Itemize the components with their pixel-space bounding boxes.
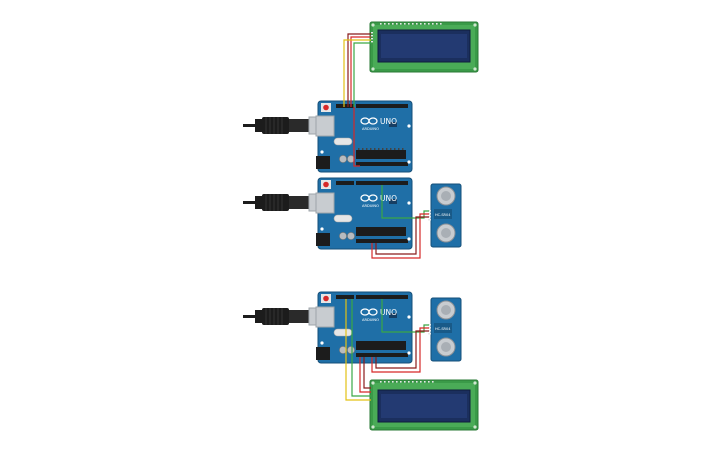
arduino-board-top[interactable]: ARDUINO UNO xyxy=(315,100,413,173)
board-model-label: UNO xyxy=(380,117,397,126)
wires-top-lcd[interactable] xyxy=(343,33,371,167)
ultrasonic-sensor-middle[interactable]: HC-SR04 xyxy=(428,183,462,248)
wires-bottom-sensor[interactable] xyxy=(371,299,429,373)
wires-bottom-lcd[interactable] xyxy=(345,299,371,401)
arduino-logo-middle: ARDUINO xyxy=(360,194,379,208)
ultrasonic-sensor-bottom[interactable]: HC-SR04 xyxy=(428,297,462,362)
sensor-label: HC-SR04 xyxy=(435,213,451,217)
lcd-display-bottom[interactable] xyxy=(369,379,479,431)
arduino-logo-bottom: ARDUINO xyxy=(360,308,379,322)
board-model-label: UNO xyxy=(380,194,397,203)
wires-middle-sensor[interactable] xyxy=(371,185,429,259)
arduino-board-middle[interactable]: ARDUINO UNO xyxy=(315,177,413,250)
arduino-board-bottom[interactable]: ARDUINO UNO xyxy=(315,291,413,364)
arduino-logo-top: ARDUINO xyxy=(360,117,379,131)
board-brand-label: ARDUINO xyxy=(362,318,379,322)
board-model-label: UNO xyxy=(380,308,397,317)
board-brand-label: ARDUINO xyxy=(362,127,379,131)
lcd-display-top[interactable] xyxy=(369,21,479,73)
board-brand-label: ARDUINO xyxy=(362,204,379,208)
sensor-label: HC-SR04 xyxy=(435,327,451,331)
